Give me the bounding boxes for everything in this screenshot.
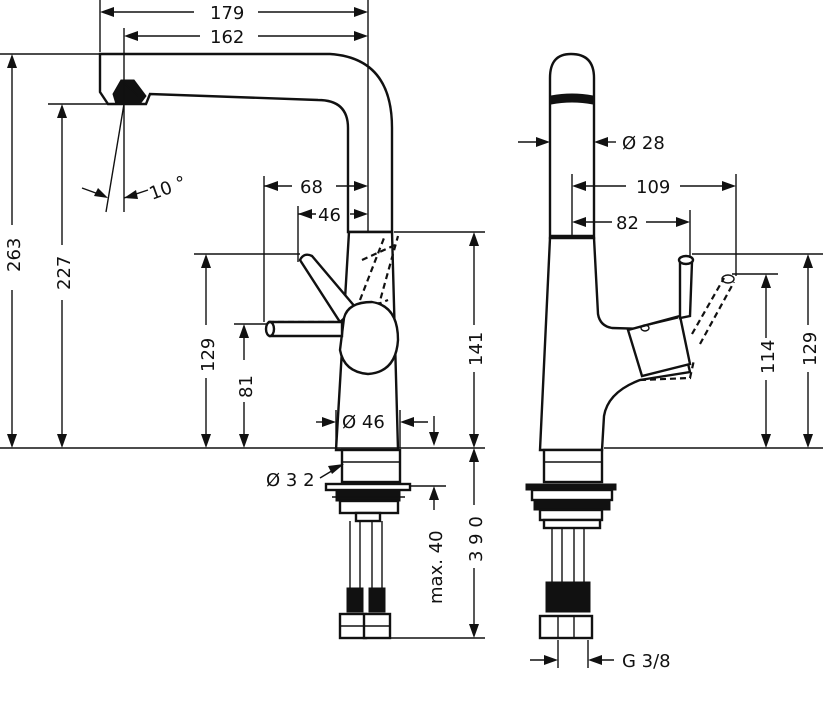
dim-179-group: 179 <box>99 0 369 232</box>
dim-129-front: 129 <box>198 338 219 372</box>
dim-141: 141 <box>466 332 487 366</box>
dim-227-group: 227 <box>48 103 120 448</box>
dim-263: 263 <box>4 238 25 272</box>
dim-diameter-32-group: Ø 3 2 <box>266 464 344 491</box>
side-view: Ø 28 109 82 114 <box>518 52 823 672</box>
dim-263-group: 263 <box>0 53 100 448</box>
dim-109: 109 <box>636 177 670 198</box>
dim-227: 227 <box>54 256 75 290</box>
dim-diameter-28: Ø 28 <box>622 133 665 154</box>
dim-max-40: max. 40 <box>426 530 447 604</box>
dim-82: 82 <box>616 213 639 234</box>
dim-109-group: 109 <box>571 174 737 276</box>
side-base <box>525 448 617 530</box>
dim-46-reach-group: 46 <box>297 205 368 262</box>
side-spout <box>548 52 596 240</box>
dim-thread-group: G 3/8 <box>530 640 671 672</box>
side-lever <box>626 254 735 382</box>
front-base <box>324 448 412 523</box>
side-hoses <box>538 528 594 640</box>
front-spout <box>98 52 394 234</box>
dim-82-group: 82 <box>572 210 691 258</box>
dim-46-reach: 46 <box>318 205 341 226</box>
dim-114: 114 <box>758 340 779 374</box>
dim-angle-group: 10 ° <box>81 103 190 213</box>
front-view: 179 162 263 227 <box>0 0 487 640</box>
dim-diameter-28-group: Ø 28 <box>518 133 665 154</box>
dim-129-front-group: 129 <box>194 253 300 448</box>
side-body <box>538 236 692 452</box>
dim-81-group: 81 <box>234 323 268 448</box>
front-lever <box>264 253 400 376</box>
dim-141-group: 141 <box>394 231 487 448</box>
dim-179: 179 <box>210 3 244 24</box>
dim-162-group: 162 <box>123 27 368 100</box>
dim-129-side: 129 <box>800 332 821 366</box>
dim-81: 81 <box>236 375 257 398</box>
dim-68-group: 68 <box>263 176 368 322</box>
dim-thread-g38: G 3/8 <box>622 651 671 672</box>
dim-68: 68 <box>300 177 323 198</box>
dim-diameter-46-group: Ø 46 <box>316 410 439 448</box>
dim-max40-group: max. 40 <box>410 485 447 604</box>
dim-diameter-46: Ø 46 <box>342 412 385 433</box>
dim-390-group: 3 9 0 <box>390 448 487 639</box>
dim-angle-10: 10 ° <box>147 172 190 205</box>
dim-diameter-32: Ø 3 2 <box>266 470 315 491</box>
dim-129-side-group: 129 <box>692 253 823 448</box>
dim-162: 162 <box>210 27 244 48</box>
dim-114-group: 114 <box>732 273 779 448</box>
front-hoses <box>338 521 392 640</box>
dim-390: 3 9 0 <box>466 516 487 562</box>
